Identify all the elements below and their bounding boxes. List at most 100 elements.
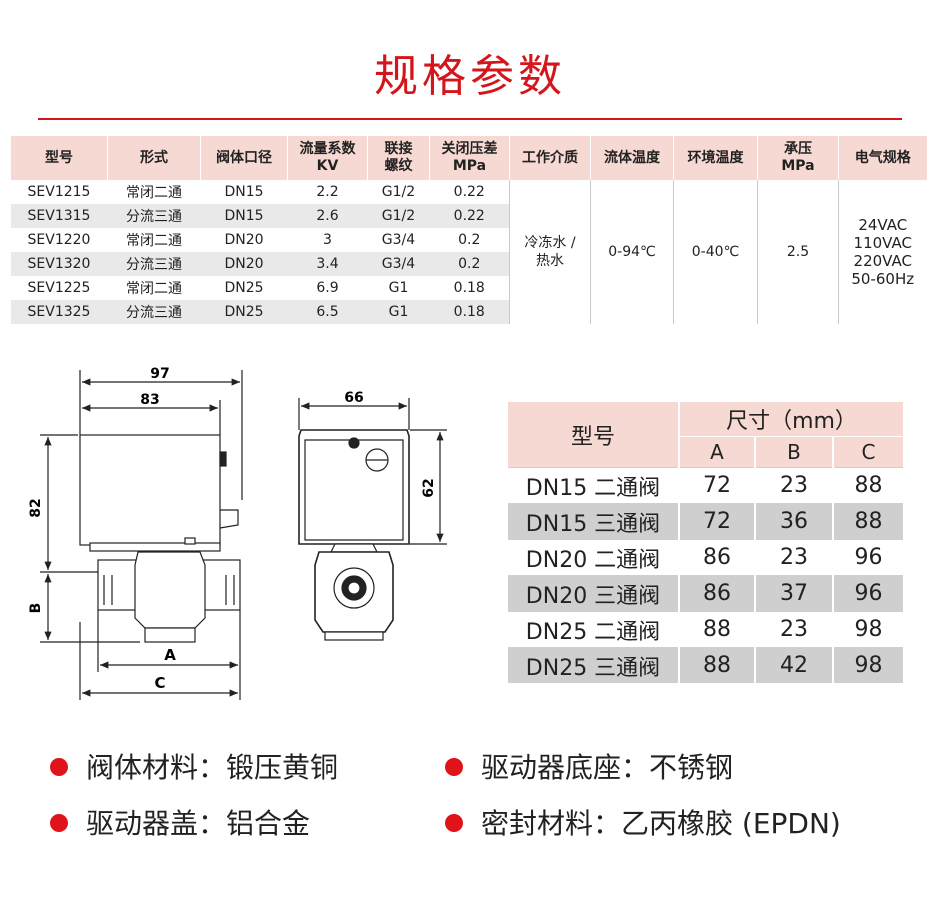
spec-row: SEV1220 常闭二通 DN20 3 G3/4 0.2 — [11, 228, 927, 252]
spec-cell: 3.4 — [287, 252, 368, 276]
spec-cell: 0.2 — [458, 232, 481, 248]
dim-label: 66 — [344, 390, 363, 406]
title-divider — [38, 118, 902, 120]
spec-header: 流体温度 — [590, 136, 674, 180]
dim-cell: 42 — [754, 647, 833, 683]
dim-cell: 36 — [754, 503, 833, 540]
dimension-table: 型号 尺寸（mm） A B C DN15 二通阀 72 23 88 DN15 三… — [508, 402, 904, 683]
dim-cell: 37 — [754, 575, 833, 612]
spec-cell: 分流三通 — [107, 300, 201, 324]
spec-header: 电气规格 — [838, 136, 927, 180]
side-view-drawing: 66 62 — [298, 390, 447, 641]
spec-cell: 2.6 — [287, 204, 368, 228]
dim-cell: 88 — [831, 467, 904, 504]
dim-col-header: A — [678, 436, 755, 468]
dim-cell: 98 — [831, 611, 904, 648]
spec-cell: G1/2 — [381, 184, 416, 200]
dim-col-header: B — [754, 436, 833, 468]
spec-ambient-temp: 0-40℃ — [673, 180, 758, 324]
spec-cell: SEV1215 — [27, 184, 91, 200]
dim-label: 62 — [421, 478, 437, 497]
dim-cell: DN15 三通阀 — [508, 503, 679, 540]
dim-row: DN25 二通阀 88 23 98 — [508, 611, 904, 648]
spec-cell: DN15 — [200, 204, 288, 228]
dim-row: DN25 三通阀 88 42 98 — [508, 647, 904, 683]
dim-row: DN20 三通阀 86 37 96 — [508, 575, 904, 612]
spec-row: SEV1225 常闭二通 DN25 6.9 G1 0.18 — [11, 276, 927, 300]
dim-cell: DN15 二通阀 — [508, 467, 679, 504]
spec-cell: G1/2 — [367, 204, 430, 228]
dim-cell: DN20 三通阀 — [508, 575, 679, 612]
dim-row: DN15 二通阀 72 23 88 — [508, 467, 904, 504]
dim-cell: 88 — [831, 503, 904, 540]
spec-medium: 冷冻水 /热水 — [509, 180, 591, 324]
front-view-drawing: 97 83 82 B A C — [28, 366, 243, 700]
material-body: 阀体材料：锻压黄铜 — [50, 748, 338, 788]
spec-cell: 常闭二通 — [126, 185, 182, 201]
spec-cell: 0.2 — [429, 252, 510, 276]
spec-cell: DN20 — [200, 252, 288, 276]
bullet-dot-icon — [445, 758, 463, 776]
dim-cell: 86 — [678, 539, 755, 576]
dim-cell: 23 — [754, 539, 833, 576]
spec-cell: 常闭二通 — [126, 281, 182, 297]
dim-cell: 72 — [678, 503, 755, 540]
spec-cell: 3 — [323, 232, 332, 248]
spec-cell: 0.18 — [429, 300, 510, 324]
dim-cell: 96 — [831, 575, 904, 612]
dim-row: DN20 二通阀 86 23 96 — [508, 539, 904, 576]
spec-header: 型号 — [10, 136, 108, 180]
spec-cell: DN15 — [224, 184, 264, 200]
dim-col-header: C — [831, 436, 904, 468]
spec-cell: G3/4 — [381, 232, 416, 248]
dim-cell: 86 — [678, 575, 755, 612]
dim-cell: 96 — [831, 539, 904, 576]
spec-header: 联接螺纹 — [367, 136, 430, 180]
bullet-dot-icon — [50, 758, 68, 776]
dim-cell: DN25 二通阀 — [508, 611, 679, 648]
spec-header: 环境温度 — [673, 136, 758, 180]
material-base: 驱动器底座：不锈钢 — [445, 748, 733, 788]
spec-row: SEV1215 常闭二通 DN15 2.2 G1/2 0.22 冷冻水 /热水 … — [11, 180, 927, 324]
spec-pressure: 2.5 — [757, 180, 839, 324]
spec-header: 工作介质 — [509, 136, 591, 180]
dim-size-header: 尺寸（mm） — [677, 402, 904, 437]
dim-cell: 23 — [754, 467, 833, 504]
spec-cell: DN20 — [224, 232, 264, 248]
spec-cell: DN25 — [200, 300, 288, 324]
dim-label: A — [164, 646, 176, 664]
dim-label: 83 — [140, 392, 159, 408]
spec-cell: 0.18 — [453, 280, 485, 296]
spec-fluid-temp: 0-94℃ — [590, 180, 674, 324]
spec-cell: 分流三通 — [107, 252, 201, 276]
spec-cell: SEV1225 — [27, 280, 91, 296]
spec-row: SEV1325 分流三通 DN25 6.5 G1 0.18 — [10, 300, 927, 324]
dim-cell: 98 — [831, 647, 904, 683]
spec-cell: 6.9 — [316, 280, 339, 296]
dim-row: DN15 三通阀 72 36 88 — [508, 503, 904, 540]
spec-cell: SEV1315 — [10, 204, 108, 228]
page-title: 规格参数 — [374, 51, 566, 102]
spec-cell: G3/4 — [367, 252, 430, 276]
dim-label: B — [28, 603, 44, 614]
dim-label: C — [154, 674, 165, 692]
spec-electrical: 24VAC 110VAC 220VAC 50-60Hz — [838, 180, 927, 324]
material-cover: 驱动器盖：铝合金 — [50, 804, 310, 844]
spec-cell: SEV1325 — [10, 300, 108, 324]
spec-cell: G1 — [388, 280, 409, 296]
spec-row: SEV1315 分流三通 DN15 2.6 G1/2 0.22 — [10, 204, 927, 228]
bullet-dot-icon — [445, 814, 463, 832]
spec-cell: 常闭二通 — [126, 233, 182, 249]
dim-cell: 88 — [678, 611, 755, 648]
spec-cell: G1 — [367, 300, 430, 324]
spec-cell: SEV1220 — [27, 232, 91, 248]
dim-label: 82 — [28, 498, 44, 517]
dim-cell: DN20 二通阀 — [508, 539, 679, 576]
dim-cell: 88 — [678, 647, 755, 683]
dim-cell: DN25 三通阀 — [508, 647, 679, 683]
spec-row: SEV1320 分流三通 DN20 3.4 G3/4 0.2 — [10, 252, 927, 276]
spec-cell: 2.2 — [316, 184, 339, 200]
